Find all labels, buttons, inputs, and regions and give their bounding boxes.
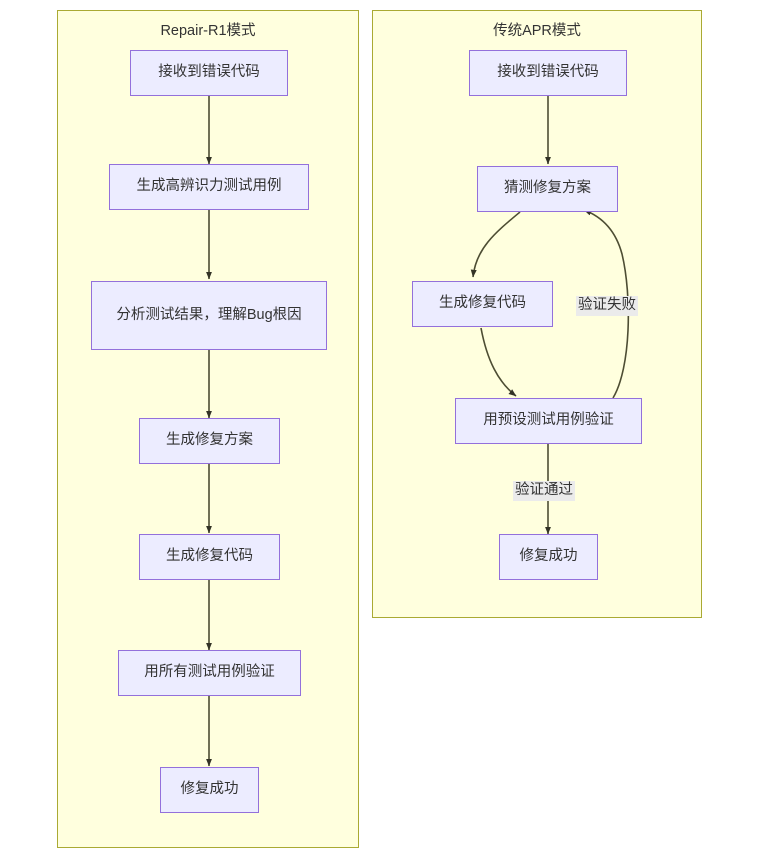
node-label: 接收到错误代码 bbox=[497, 64, 599, 81]
subgraph-title-repair-r1: Repair-R1模式 bbox=[160, 23, 256, 39]
node-label: 用所有测试用例验证 bbox=[144, 664, 275, 681]
node-label: 生成修复代码 bbox=[439, 295, 526, 312]
node-label: 修复成功 bbox=[180, 781, 239, 798]
node-repair-success-apr[interactable]: 修复成功 bbox=[499, 534, 598, 580]
node-label: 分析测试结果，理解Bug根因 bbox=[116, 306, 302, 323]
node-label: 修复成功 bbox=[519, 548, 578, 565]
edge-label-verify-passed: 验证通过 bbox=[513, 481, 575, 501]
node-generate-fix-plan-r1[interactable]: 生成修复方案 bbox=[139, 418, 280, 464]
node-guess-fix-plan[interactable]: 猜测修复方案 bbox=[477, 166, 618, 212]
edge-label-verify-failed: 验证失败 bbox=[576, 296, 638, 316]
subgraph-title-traditional-apr: 传统APR模式 bbox=[493, 23, 581, 39]
node-label: 生成修复代码 bbox=[166, 548, 253, 565]
node-validate-preset-tests[interactable]: 用预设测试用例验证 bbox=[455, 398, 642, 444]
node-generate-fix-code-r1[interactable]: 生成修复代码 bbox=[139, 534, 280, 580]
node-label: 用预设测试用例验证 bbox=[483, 412, 614, 429]
node-generate-fix-code-apr[interactable]: 生成修复代码 bbox=[412, 281, 553, 327]
node-validate-all-tests[interactable]: 用所有测试用例验证 bbox=[118, 650, 301, 696]
node-generate-discriminative-tests[interactable]: 生成高辨识力测试用例 bbox=[109, 164, 309, 210]
node-receive-error-code-r1[interactable]: 接收到错误代码 bbox=[130, 50, 288, 96]
node-label: 猜测修复方案 bbox=[504, 180, 591, 197]
node-label: 生成高辨识力测试用例 bbox=[136, 178, 282, 195]
node-repair-success-r1[interactable]: 修复成功 bbox=[160, 767, 259, 813]
node-label: 接收到错误代码 bbox=[158, 64, 260, 81]
node-label: 生成修复方案 bbox=[166, 432, 253, 449]
node-receive-error-code-apr[interactable]: 接收到错误代码 bbox=[469, 50, 627, 96]
node-analyze-results-understand-bug[interactable]: 分析测试结果，理解Bug根因 bbox=[91, 281, 327, 350]
